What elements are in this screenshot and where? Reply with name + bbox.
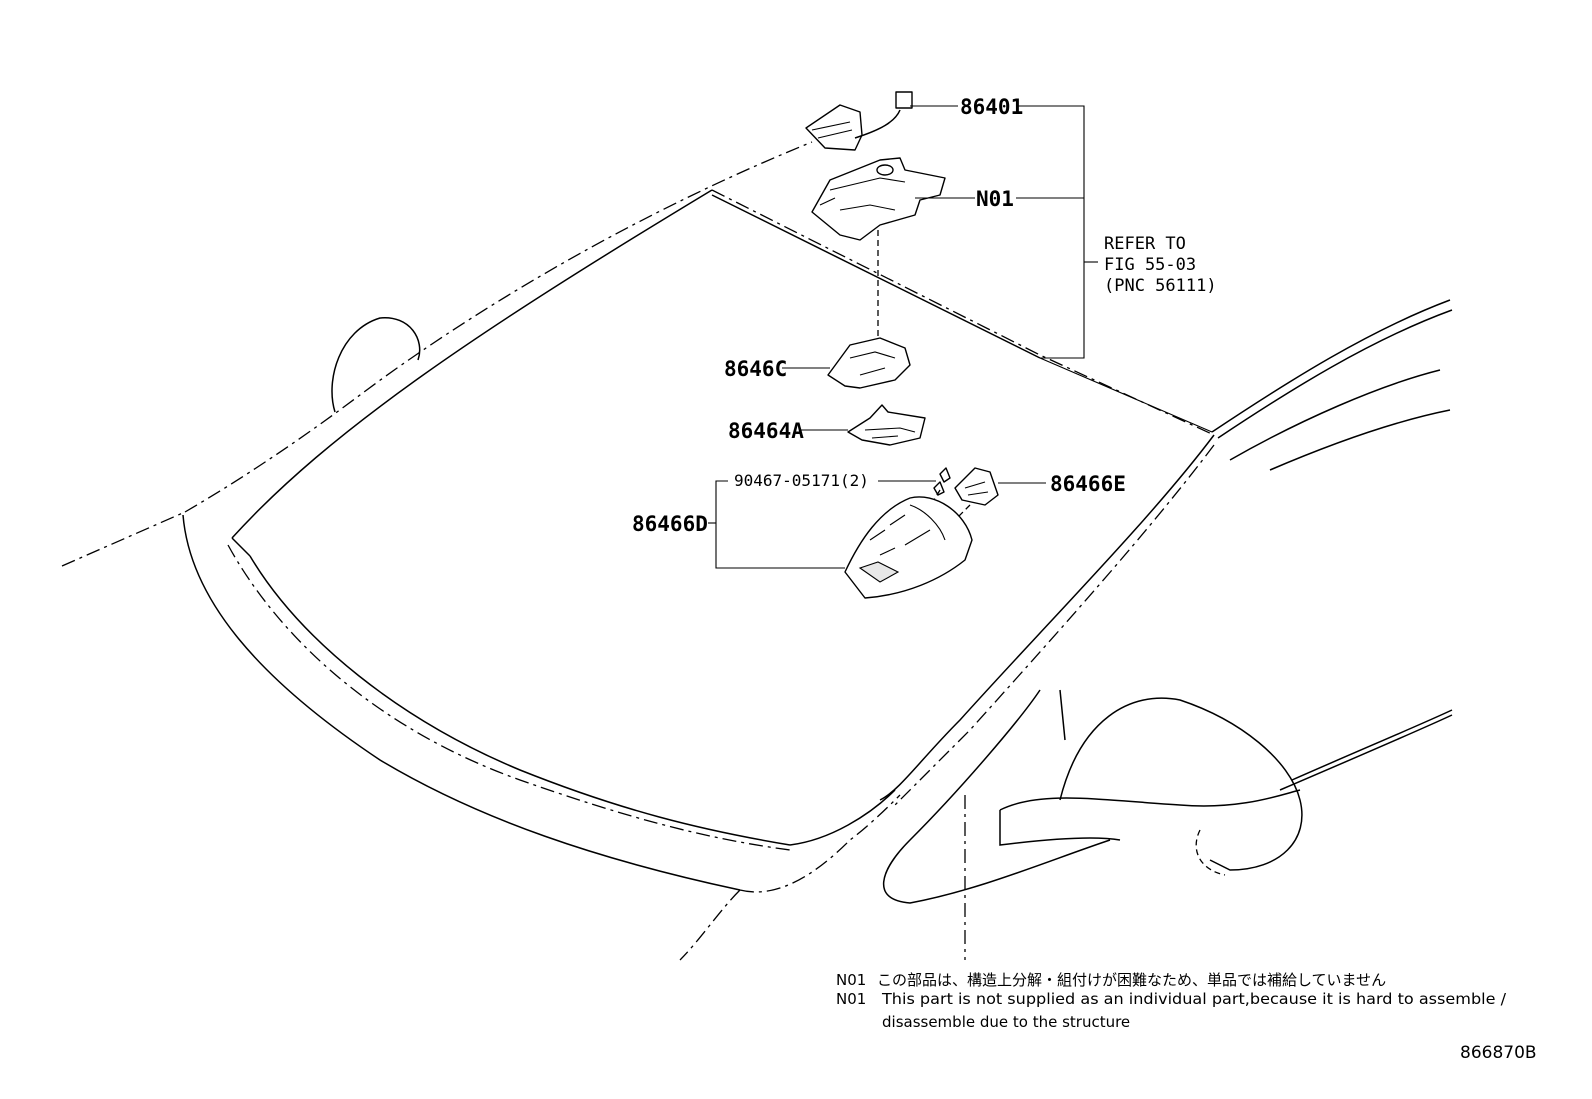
callout-86466e: 86466E <box>1050 472 1126 496</box>
part-86464a <box>847 404 926 446</box>
part-86401 <box>805 91 913 151</box>
callout-86464a: 86464A <box>728 419 804 443</box>
note-en-text-2: disassemble due to the structure <box>882 1013 1130 1031</box>
callout-86466d: 86466D <box>632 512 708 536</box>
refer-line-1: REFER TO <box>1104 234 1186 254</box>
part-86466d <box>844 496 973 599</box>
callout-n01: N01 <box>976 187 1014 211</box>
callout-86401: 86401 <box>960 95 1023 119</box>
part-86466e <box>954 467 999 506</box>
part-n01 <box>811 157 946 241</box>
leader-lines <box>708 105 1098 569</box>
refer-line-2: FIG 55-03 <box>1104 255 1196 275</box>
callout-90467-05171: 90467-05171(2) <box>734 471 869 490</box>
callout-8646c: 8646C <box>724 357 787 381</box>
figure-id: 866870B <box>1460 1043 1537 1063</box>
refer-line-3: (PNC 56111) <box>1104 276 1217 296</box>
car-body-outline <box>61 141 1453 961</box>
note-jp-code: N01 <box>836 971 866 989</box>
note-en-code: N01 <box>836 990 866 1008</box>
note-jp-text: この部品は、構造上分解・組付けが困難なため、単品では補給していません <box>877 971 1386 989</box>
part-90467-05171 <box>933 467 951 496</box>
part-8646c <box>827 337 911 389</box>
note-en-text-1: This part is not supplied as an individu… <box>881 990 1507 1008</box>
